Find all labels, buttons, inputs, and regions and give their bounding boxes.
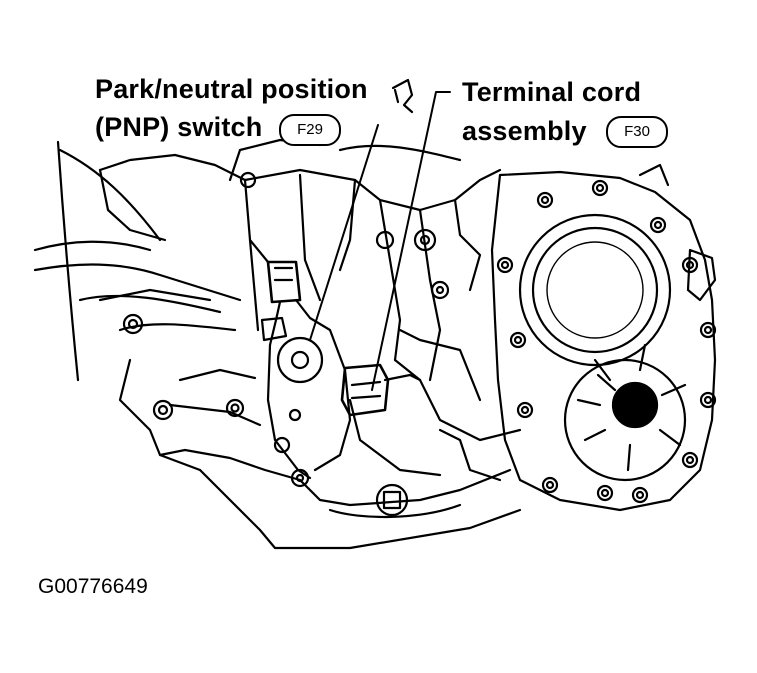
pnp-switch-assembly: [260, 260, 352, 480]
left-hose-lines: [33, 140, 242, 382]
pnp-connector-badge: F29: [279, 114, 341, 146]
terminal-cord-label-line1: Terminal cord: [462, 77, 642, 107]
transaxle-case-outline: [98, 138, 522, 550]
pnp-switch-label-line1: Park/neutral position: [95, 74, 368, 104]
case-bolts: [122, 171, 450, 517]
pnp-switch-label-line2: (PNP) switch: [95, 112, 263, 142]
wire-clip: [391, 78, 414, 114]
terminal-cord-label-line2: assembly: [462, 116, 587, 146]
figure-id: G00776649: [38, 575, 148, 598]
terminal-connector-badge: F30: [606, 116, 668, 148]
terminal-cord-connector: [340, 363, 422, 417]
bell-housing: [490, 163, 717, 512]
leader-lines: [309, 91, 451, 391]
